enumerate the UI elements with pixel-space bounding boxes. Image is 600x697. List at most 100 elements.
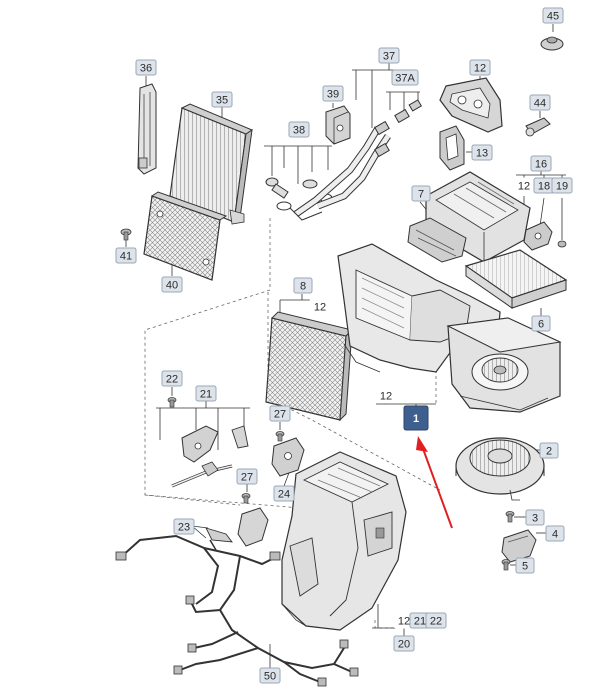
callout-38: 38 (288, 121, 310, 138)
callout-45: 45 (542, 7, 564, 24)
svg-text:27: 27 (241, 472, 253, 484)
svg-text:7: 7 (418, 189, 424, 201)
callout-22-lower: 22 (425, 612, 447, 629)
callout-1-highlighted: 1 (403, 405, 429, 431)
servo-actuator-part (523, 221, 567, 251)
callout-19: 19 (551, 177, 573, 194)
actuator-part (407, 217, 467, 263)
heat-exchanger-part (169, 103, 254, 225)
callout-4: 4 (545, 525, 565, 542)
cabin-filter-part (464, 249, 568, 309)
svg-text:23: 23 (178, 522, 190, 534)
svg-text:18: 18 (538, 181, 550, 193)
fastener-clip-part (525, 117, 551, 137)
svg-text:8: 8 (300, 281, 306, 293)
svg-text:35: 35 (216, 95, 228, 107)
svg-text:12: 12 (314, 302, 326, 314)
callout-18: 18 (533, 177, 555, 194)
callout-24: 24 (273, 485, 295, 502)
svg-text:3: 3 (532, 513, 538, 525)
callout-22-left: 22 (161, 370, 183, 387)
screw-part (120, 228, 132, 241)
svg-text:21: 21 (414, 616, 426, 628)
callout-7: 7 (411, 185, 431, 202)
callout-2: 2 (539, 442, 559, 459)
callout-37a: 37A (391, 69, 419, 86)
temperature-sensor-part (205, 507, 269, 551)
control-module-part (501, 529, 537, 563)
callout-44: 44 (529, 94, 551, 111)
callout-50: 50 (259, 667, 281, 684)
svg-text:44: 44 (534, 98, 546, 110)
svg-text:38: 38 (293, 125, 305, 137)
callout-41: 41 (115, 247, 137, 264)
gasket-ring-part (439, 125, 465, 171)
svg-text:36: 36 (140, 63, 152, 75)
svg-text:13: 13 (476, 148, 488, 160)
svg-text:16: 16 (535, 159, 547, 171)
svg-text:6: 6 (538, 319, 544, 331)
callout-35: 35 (211, 91, 233, 108)
harness-connectors (115, 551, 359, 687)
callout-16: 16 (530, 155, 552, 172)
callout-badges: 45 36 37 12 37A 39 35 44 38 13 16 12 18 … (115, 7, 573, 684)
callout-40: 40 (161, 276, 183, 293)
callout-12-filter: 12 (309, 298, 331, 315)
callout-13: 13 (471, 144, 493, 161)
callout-27-bottom: 27 (236, 468, 258, 485)
callout-8: 8 (293, 277, 313, 294)
flap-actuator-part (271, 437, 305, 477)
svg-text:45: 45 (547, 11, 559, 23)
svg-text:22: 22 (166, 374, 178, 386)
svg-text:5: 5 (522, 561, 528, 573)
svg-text:27: 27 (274, 409, 286, 421)
screws-27-part (241, 431, 285, 504)
svg-text:39: 39 (327, 89, 339, 101)
small-screw-part (505, 511, 515, 523)
svg-text:22: 22 (430, 616, 442, 628)
expansion-valve-part (325, 105, 351, 145)
svg-text:50: 50 (264, 671, 276, 683)
svg-text:1: 1 (413, 413, 419, 425)
callout-6: 6 (531, 315, 551, 332)
blower-fan-part (455, 437, 545, 501)
filter-frame-part (265, 311, 353, 422)
pipe-clips-part (265, 177, 333, 211)
svg-text:4: 4 (552, 529, 558, 541)
callout-23: 23 (173, 518, 195, 535)
svg-text:37A: 37A (395, 73, 415, 85)
flange-seal-part (439, 77, 503, 133)
svg-text:12: 12 (380, 391, 392, 403)
callout-5: 5 (515, 557, 535, 574)
svg-text:41: 41 (120, 251, 132, 263)
callout-36: 36 (135, 59, 157, 76)
lower-housing-part (281, 451, 407, 631)
seal-strip-part (137, 83, 157, 175)
svg-text:12: 12 (518, 181, 530, 193)
red-pointer-arrow-icon (416, 436, 453, 529)
callout-21-left: 21 (195, 385, 217, 402)
air-distribution-housing-part (337, 243, 562, 413)
linkage-levers-part (171, 425, 249, 488)
callout-20: 20 (393, 635, 415, 652)
refrigerant-pipes-part (289, 99, 423, 221)
svg-text:12: 12 (474, 63, 486, 75)
svg-text:37: 37 (383, 51, 395, 63)
bottom-screw-part (501, 559, 511, 571)
callout-3: 3 (525, 509, 545, 526)
callout-37: 37 (378, 47, 400, 64)
callout-12-housing: 12 (375, 387, 397, 404)
svg-text:40: 40 (166, 280, 178, 292)
callout-12-top: 12 (469, 59, 491, 76)
callout-12-right: 12 (513, 177, 535, 194)
svg-text:21: 21 (200, 389, 212, 401)
heater-bracket-part (143, 191, 228, 281)
svg-text:12: 12 (398, 616, 410, 628)
svg-text:20: 20 (398, 639, 410, 651)
callout-39: 39 (322, 85, 344, 102)
svg-text:2: 2 (546, 446, 552, 458)
svg-text:24: 24 (278, 489, 290, 501)
callout-27-top: 27 (269, 405, 291, 422)
